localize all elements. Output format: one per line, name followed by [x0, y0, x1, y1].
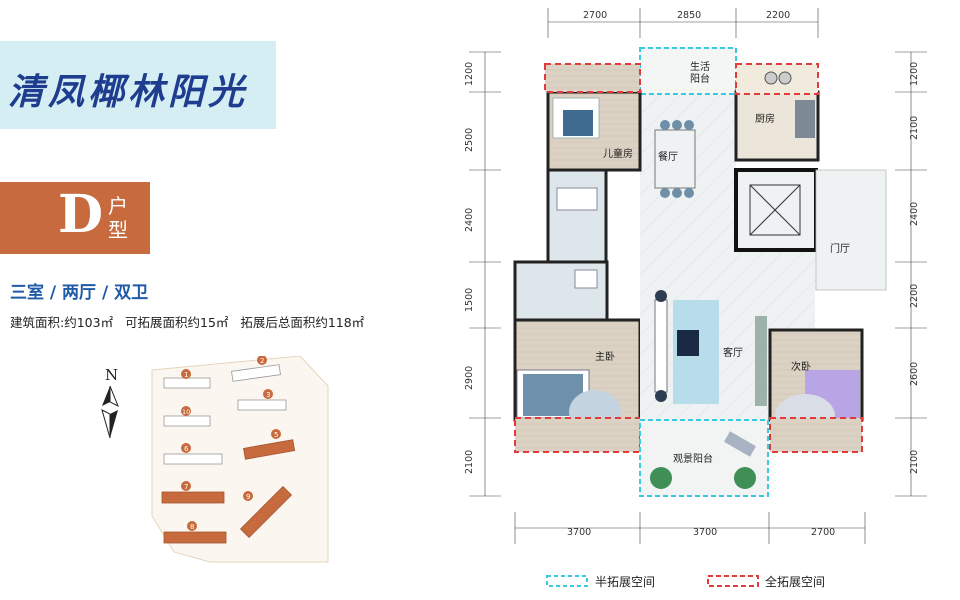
dim-right-5: 2600 [909, 362, 920, 386]
site-building-label: 1 [184, 371, 188, 379]
label-second-bedroom: 次卧 [791, 360, 811, 373]
site-plan: 1 2 10 3 6 5 7 9 [151, 356, 329, 563]
site-building-label: 8 [190, 523, 194, 531]
dim-right-1: 1200 [909, 62, 920, 86]
site-building-3: 3 [237, 389, 287, 411]
dim-left-1: 1200 [464, 62, 475, 86]
dim-bottom-2: 3700 [693, 527, 717, 538]
legend-semi-label: 半拓展空间 [595, 575, 656, 589]
unit-type-badge [0, 182, 150, 254]
dim-top-3: 2200 [766, 10, 790, 21]
project-title: 清凤椰林阳光 [8, 71, 249, 113]
dimension-lines [469, 8, 927, 544]
living-balcony [639, 47, 737, 95]
site-building-6: 6 [163, 443, 223, 465]
legend-semi-swatch [546, 575, 588, 587]
legend-full-swatch [707, 575, 759, 587]
foyer [815, 169, 887, 291]
site-building-label: 3 [266, 391, 270, 399]
dim-right-6: 2100 [909, 450, 920, 474]
dim-left-6: 2100 [464, 450, 475, 474]
site-building-5: 5 [243, 429, 296, 460]
dim-left-2: 2500 [464, 128, 475, 152]
bathroom-1 [546, 168, 608, 264]
unit-type-letter: D [58, 184, 104, 245]
label-view-balcony: 观景阳台 [673, 452, 713, 465]
label-kitchen: 厨房 [755, 112, 775, 125]
bathroom-2 [513, 260, 609, 322]
dim-right-2: 2100 [909, 116, 920, 140]
label-dining: 餐厅 [658, 150, 678, 163]
dim-top-1: 2700 [583, 10, 607, 21]
site-building-label: 9 [246, 493, 250, 501]
site-building-1: 1 [163, 369, 211, 389]
elevator-core [734, 168, 818, 252]
dim-left-3: 2400 [464, 208, 475, 232]
dim-bottom-1: 3700 [567, 527, 591, 538]
floor-plan: 2700 2850 2200 3700 3700 2700 1200 2500 … [464, 8, 927, 544]
site-building-10: 10 [163, 406, 211, 427]
compass-label: N [105, 366, 118, 384]
dim-right-4: 2200 [909, 284, 920, 308]
area-summary: 建筑面积:约103㎡ 可拓展面积约15㎡ 拓展后总面积约118㎡ [10, 315, 365, 330]
site-building-9: 9 [239, 485, 293, 539]
site-building-label: 2 [260, 357, 264, 365]
dim-left-5: 2900 [464, 366, 475, 390]
compass-icon: N [101, 366, 119, 439]
site-building-8: 8 [163, 521, 227, 544]
site-building-label: 5 [274, 431, 278, 439]
dim-bottom-3: 2700 [811, 527, 835, 538]
legend-full-label: 全拓展空间 [765, 575, 826, 589]
room-summary: 三室 / 两厅 / 双卫 [10, 283, 149, 303]
legend: 半拓展空间 全拓展空间 [545, 572, 905, 592]
label-living-balcony: 生活阳台 [690, 60, 710, 85]
site-building-2: 2 [231, 356, 281, 382]
unit-type-suffix: 户型 [108, 194, 128, 242]
title-banner [0, 41, 276, 129]
label-living-room: 客厅 [723, 346, 743, 359]
site-building-label: 10 [182, 408, 190, 416]
dim-right-3: 2400 [909, 202, 920, 226]
site-building-label: 6 [184, 445, 189, 453]
dim-left-4: 1500 [464, 288, 475, 312]
site-building-7: 7 [161, 481, 225, 504]
site-building-label: 7 [184, 483, 188, 491]
label-master-bedroom: 主卧 [595, 350, 615, 363]
dim-top-2: 2850 [677, 10, 701, 21]
label-foyer: 门厅 [830, 242, 850, 255]
label-children-room: 儿童房 [603, 147, 633, 160]
